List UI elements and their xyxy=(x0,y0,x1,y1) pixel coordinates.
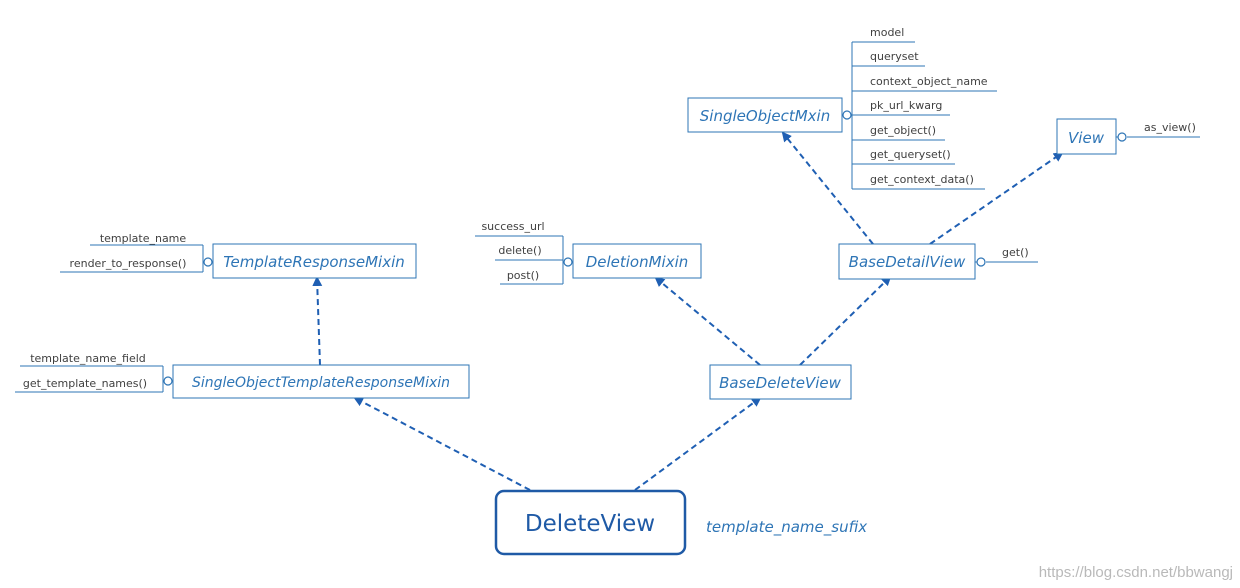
class-name: View xyxy=(1068,129,1105,147)
member-connectors xyxy=(15,41,1200,393)
class-name: SingleObjectMxin xyxy=(700,107,830,125)
member-label: queryset xyxy=(870,50,919,63)
member-label: template_name xyxy=(100,232,187,245)
class-view[interactable]: View xyxy=(1056,118,1117,155)
member-label: template_name_field xyxy=(30,352,146,365)
watermark-text: https://blog.csdn.net/bbwangj xyxy=(1039,564,1233,581)
member-label: get() xyxy=(1002,246,1029,259)
members-base-detail-view: get() xyxy=(1002,246,1029,259)
member-label: delete() xyxy=(498,244,541,257)
class-single-object-template-response-mixin[interactable]: SingleObjectTemplateResponseMixin xyxy=(172,364,470,399)
member-label: render_to_response() xyxy=(70,257,187,270)
arrow-deleteview-to-basedeleteview xyxy=(634,396,762,491)
class-name: BaseDetailView xyxy=(849,253,966,271)
member-label: model xyxy=(870,26,904,39)
arrow-deleteview-to-sotrm xyxy=(353,397,531,491)
member-label: context_object_name xyxy=(870,75,988,88)
member-label: pk_url_kwarg xyxy=(870,99,942,112)
class-single-object-mixin[interactable]: SingleObjectMxin xyxy=(687,97,843,133)
class-base-detail-view[interactable]: BaseDetailView xyxy=(838,243,976,280)
class-name: BaseDeleteView xyxy=(719,374,841,392)
main-class-note: template_name_sufix xyxy=(706,518,867,537)
member-label: get_object() xyxy=(870,124,936,137)
member-label: post() xyxy=(507,269,539,282)
member-label: get_queryset() xyxy=(870,148,951,161)
arrow-basedetailview-to-singleobjectmixin xyxy=(781,131,874,245)
arrow-basedeleteview-to-deletionmixin xyxy=(654,276,761,366)
main-class-name: DeleteView xyxy=(525,511,655,537)
class-name: TemplateResponseMixin xyxy=(223,253,405,271)
connector-circles xyxy=(163,110,1127,386)
class-name: SingleObjectTemplateResponseMixin xyxy=(192,375,450,391)
member-label: success_url xyxy=(481,220,544,233)
arrow-basedeleteview-to-basedetailview xyxy=(799,275,892,366)
member-label: get_context_data() xyxy=(870,173,974,186)
member-label: as_view() xyxy=(1144,121,1196,134)
arrow-sotrm-to-trm xyxy=(312,276,323,366)
arrow-basedetailview-to-view xyxy=(929,151,1064,245)
member-label: get_template_names() xyxy=(23,377,147,390)
members-view: as_view() xyxy=(1144,121,1196,134)
members-single-object-template-response-mixin: template_name_field get_template_names() xyxy=(23,352,147,390)
class-base-delete-view[interactable]: BaseDeleteView xyxy=(709,364,852,400)
members-deletion-mixin: success_url delete() post() xyxy=(481,220,544,282)
inheritance-arrows xyxy=(312,131,1064,491)
members-template-response-mixin: template_name render_to_response() xyxy=(70,232,187,270)
members-single-object-mixin: model queryset context_object_name pk_ur… xyxy=(870,26,988,186)
class-template-response-mixin[interactable]: TemplateResponseMixin xyxy=(212,243,417,279)
class-deletion-mixin[interactable]: DeletionMixin xyxy=(572,243,702,279)
class-delete-view[interactable]: DeleteView xyxy=(494,489,687,556)
class-name: DeletionMixin xyxy=(586,253,689,271)
